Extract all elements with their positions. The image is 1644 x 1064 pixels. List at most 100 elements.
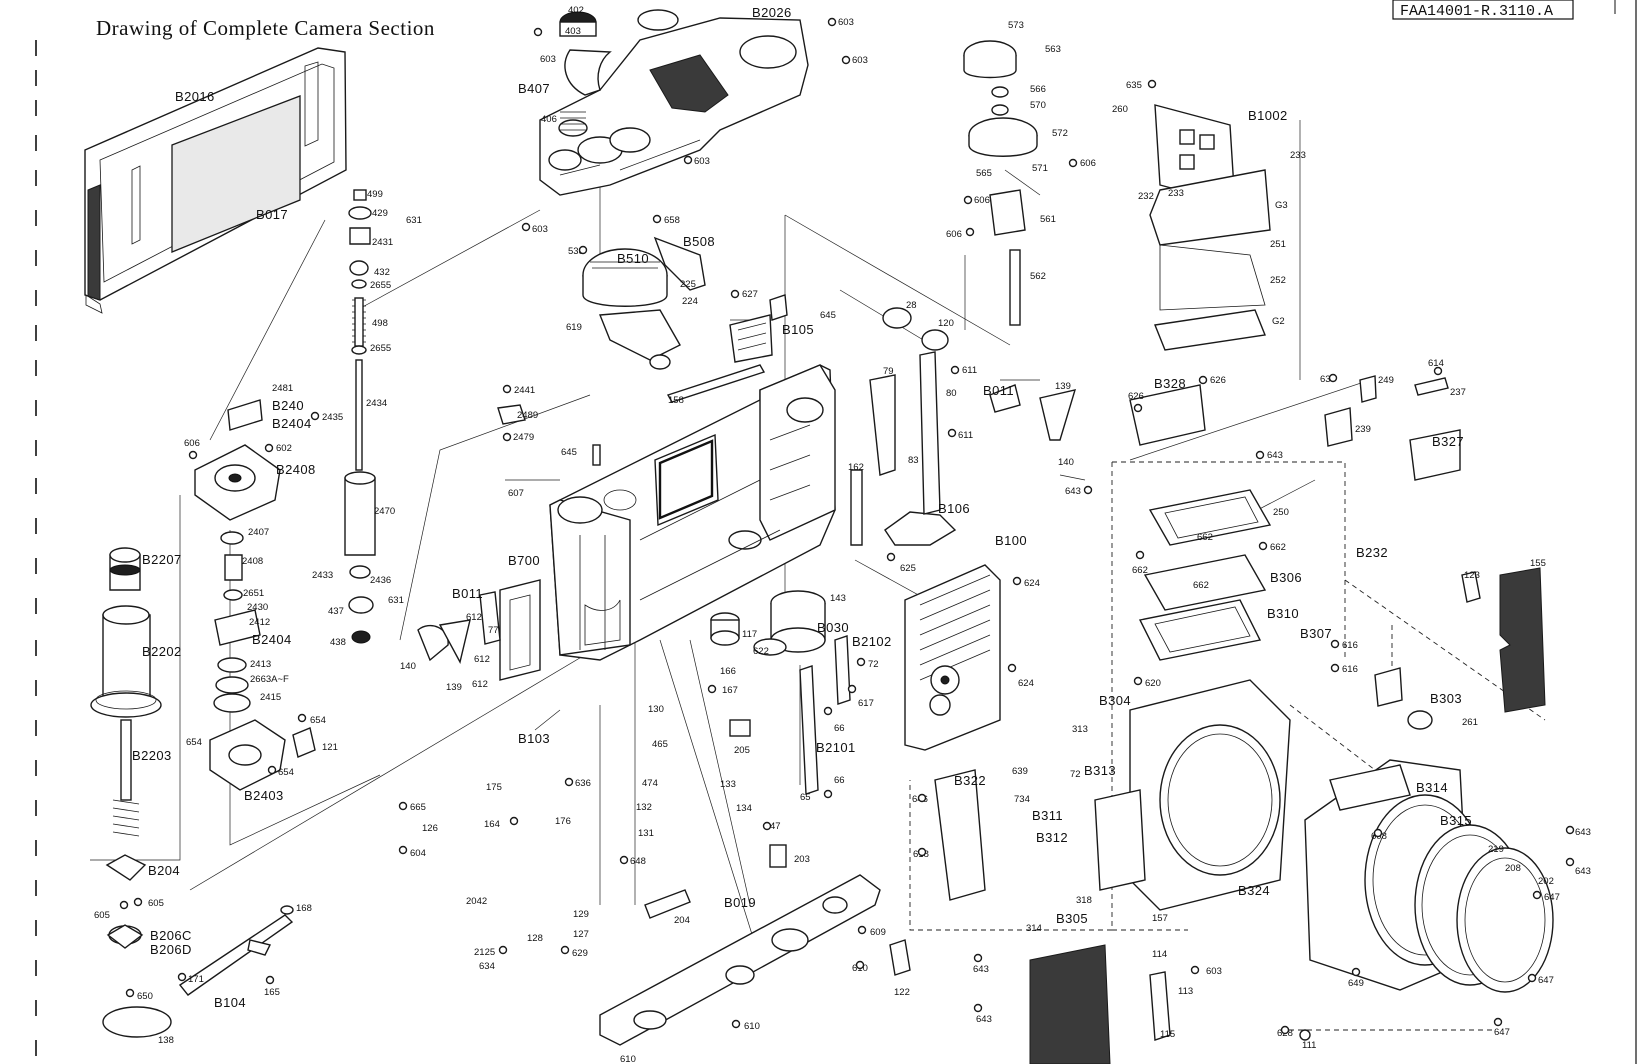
callout-634: 634: [479, 961, 495, 972]
callout-538: 538: [568, 246, 584, 257]
b303-spring: [1374, 667, 1403, 707]
top-cover-assembly: [539, 9, 809, 196]
part-162: [850, 469, 863, 546]
b327-bracket: [1409, 429, 1461, 481]
callout-162: 162: [848, 462, 864, 473]
callout-175: 175: [486, 782, 502, 793]
label-B232: B232: [1356, 545, 1388, 560]
callout-620: 620: [1145, 678, 1161, 689]
label-B314: B314: [1416, 780, 1448, 795]
callout-2651: 2651: [243, 588, 264, 599]
callout-123: 123: [1464, 570, 1480, 581]
part-205: [729, 719, 751, 737]
callout-626b: 626: [1128, 391, 1144, 402]
label-B104: B104: [214, 995, 246, 1010]
label-B2403: B2403: [244, 788, 284, 803]
callout-233a: 233: [1290, 150, 1306, 161]
callout-603f: 603: [1206, 966, 1222, 977]
callout-225: 225: [680, 279, 696, 290]
b322-unit: [934, 769, 986, 901]
callout-2042: 2042: [466, 896, 487, 907]
callout-647a: 647: [1544, 892, 1560, 903]
callout-406: 406: [541, 114, 557, 125]
callout-2434: 2434: [366, 398, 387, 409]
callout-438: 438: [330, 637, 346, 648]
callout-611b: 611: [958, 430, 973, 441]
b104-lever: [178, 905, 294, 996]
lens-mount-front: [1129, 679, 1554, 993]
callout-252: 252: [1270, 275, 1286, 286]
label-B100: B100: [995, 533, 1027, 548]
callout-403: 403: [565, 26, 581, 37]
callout-662c: 662: [1270, 542, 1286, 553]
callout-249: 249: [1378, 375, 1394, 386]
label-B019: B019: [724, 895, 756, 910]
label-B315: B315: [1440, 813, 1472, 828]
callout-115: 115: [1160, 1029, 1175, 1040]
callout-139a: 139: [446, 682, 462, 693]
callout-612c: 612: [472, 679, 488, 690]
callout-117: 117: [742, 629, 757, 640]
callout-128: 128: [527, 933, 543, 944]
callout-650: 650: [137, 991, 153, 1002]
part-28: [882, 307, 912, 329]
b011-right: [989, 384, 1021, 413]
callout-654a: 654: [310, 715, 326, 726]
callout-143: 143: [830, 593, 846, 604]
part-139-left: [438, 619, 471, 664]
callout-G2: G2: [1272, 316, 1285, 327]
label-B030: B030: [817, 620, 849, 635]
camera-body-chassis: [549, 364, 836, 661]
label-B304: B304: [1099, 693, 1131, 708]
callout-654b: 654: [186, 737, 202, 748]
callout-603b: 603: [838, 17, 854, 28]
callout-2431: 2431: [372, 237, 393, 248]
callout-250: 250: [1273, 507, 1289, 518]
callout-2436: 2436: [370, 575, 391, 586]
callout-612a: 612: [466, 612, 482, 623]
label-B2207: B2207: [142, 552, 182, 567]
callout-66b: 66: [834, 775, 845, 786]
bottom-plate-b019: [599, 874, 881, 1046]
callout-605b: 605: [148, 898, 164, 909]
callout-2125: 2125: [474, 947, 495, 958]
callout-561: 561: [1040, 214, 1056, 225]
label-B2408: B2408: [276, 462, 316, 477]
callout-205: 205: [734, 745, 750, 756]
callout-603c: 603: [852, 55, 868, 66]
b105-assembly: [729, 294, 788, 363]
label-B700: B700: [508, 553, 540, 568]
callout-132: 132: [636, 802, 652, 813]
callout-139b: 139: [1055, 381, 1071, 392]
callout-2489: 2489: [517, 410, 538, 421]
label-B2101: B2101: [816, 740, 856, 755]
callout-83: 83: [908, 455, 919, 466]
callout-2430: 2430: [247, 602, 268, 613]
part-139-right: [1039, 389, 1077, 441]
callout-138: 138: [158, 1035, 174, 1046]
callout-318: 318: [1076, 895, 1092, 906]
assembly-labels: B2016 B017 B2026 B407 B510 B508 B1002 B1…: [132, 5, 1472, 1010]
callout-662a: 662: [1197, 532, 1213, 543]
label-B1002: B1002: [1248, 108, 1288, 123]
callout-629: 629: [572, 948, 588, 959]
callout-616b: 616: [1342, 664, 1358, 675]
callout-625: 625: [900, 563, 916, 574]
callout-66a: 66: [834, 723, 845, 734]
callout-622: 622: [753, 646, 769, 657]
callout-616a: 616: [1342, 640, 1358, 651]
callout-605a: 605: [94, 910, 110, 921]
callout-140b: 140: [1058, 457, 1074, 468]
wind-knob-assembly: [963, 40, 1038, 326]
callout-171: 171: [188, 974, 204, 985]
callout-G3: G3: [1275, 200, 1288, 211]
callout-133: 133: [720, 779, 736, 790]
callout-611a: 611: [962, 365, 977, 376]
callout-165: 165: [264, 987, 280, 998]
label-B106: B106: [938, 501, 970, 516]
callout-606b: 606: [974, 195, 990, 206]
callout-239: 239: [1355, 424, 1371, 435]
callout-437: 437: [328, 606, 344, 617]
label-B407: B407: [518, 81, 550, 96]
